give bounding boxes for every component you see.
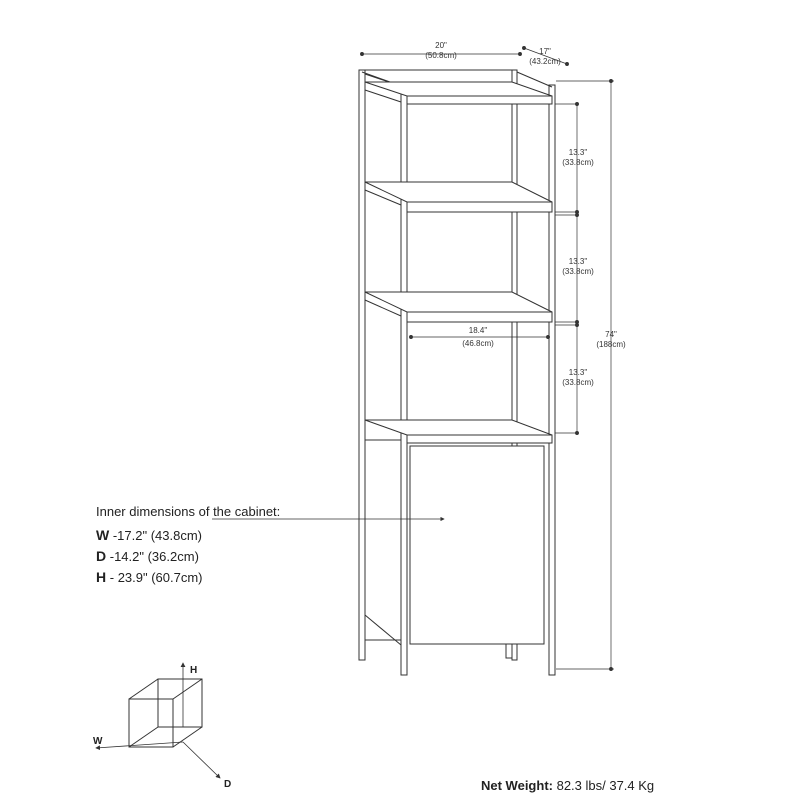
cabinet-height-row: H - 23.9" (60.7cm) (96, 569, 203, 585)
shelf-top (364, 81, 553, 97)
cabinet-dimensions-title: Inner dimensions of the cabinet: (96, 504, 281, 519)
cabinet-door (409, 445, 545, 645)
front-left-post (400, 84, 408, 676)
back-left-post (358, 69, 366, 661)
front-right-post (548, 84, 556, 676)
axis-arrows (95, 662, 221, 779)
cabinet-depth-value: -14.2" (36.2cm) (109, 549, 199, 564)
w-axis-arrow (95, 741, 184, 751)
axis-cube-icon (128, 678, 203, 748)
depth-cm-label: (43.2cm) (529, 57, 561, 66)
bookcase-frame (358, 69, 556, 676)
net-weight-value: 82.3 lbs/ 37.4 Kg (552, 778, 655, 793)
cabinet-width-row: W -17.2" (43.8cm) (96, 527, 202, 543)
shelf-width-in-label: 18.4" (469, 326, 488, 335)
shelf-gap-1-cm-label: (33.8cm) (562, 158, 594, 167)
cabinet-depth-row: D -14.2" (36.2cm) (96, 548, 199, 564)
shelf-top-front (406, 95, 553, 105)
cabinet-foot (505, 643, 513, 659)
shelf-gap-3-cm-label: (33.8cm) (562, 378, 594, 387)
height-in-label: 74" (605, 330, 617, 339)
cabinet-height-value: - 23.9" (60.7cm) (109, 570, 203, 585)
shelves (364, 81, 553, 444)
cabinet-height-key: H (96, 569, 107, 585)
axis-h-label: H (190, 665, 197, 676)
cabinet-width-value: -17.2" (43.8cm) (112, 528, 202, 543)
axis-w-label: W (93, 736, 103, 747)
net-weight-label: Net Weight: (481, 778, 553, 793)
shelf-gap-2-cm-label: (33.8cm) (562, 267, 594, 276)
cabinet-side (364, 439, 402, 641)
axis-d-label: D (224, 779, 231, 790)
shelf-3-front (406, 311, 553, 323)
shelf-width-cm-label: (46.8cm) (462, 339, 494, 348)
net-weight: Net Weight: 82.3 lbs/ 37.4 Kg (481, 778, 654, 793)
cabinet-width-key: W (96, 527, 110, 543)
width-in-label: 20" (435, 41, 447, 50)
shelf-gap-1-in-label: 13.3" (569, 148, 588, 157)
shelf-3 (364, 291, 553, 313)
shelf-2-front (406, 201, 553, 213)
cabinet (364, 439, 545, 659)
shelf-4 (364, 419, 553, 436)
shelf-4-front (406, 434, 553, 444)
d-axis-arrow (182, 741, 221, 779)
height-cm-label: (188cm) (596, 340, 626, 349)
depth-in-label: 17" (539, 47, 551, 56)
dimension-lines (212, 46, 614, 671)
shelf-2 (364, 181, 553, 203)
width-cm-label: (50.8cm) (425, 51, 457, 60)
shelf-gap-2-in-label: 13.3" (569, 257, 588, 266)
shelf-gap-3-in-label: 13.3" (569, 368, 588, 377)
cabinet-depth-key: D (96, 548, 107, 564)
